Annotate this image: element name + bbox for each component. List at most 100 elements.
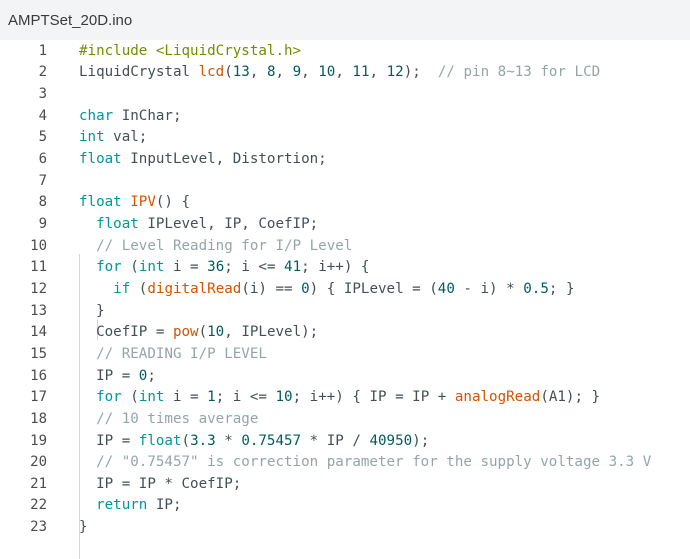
code-token: - i) * <box>454 280 524 297</box>
code-token: 41 <box>284 259 302 276</box>
code-line[interactable]: 17 for (int i = 1; i <= 10; i++) { IP = … <box>0 386 690 408</box>
code-text: LiquidCrystal lcd(13, 8, 9, 10, 11, 12);… <box>79 64 600 80</box>
code-text: CoefIP = pow(10, IPLevel); <box>79 324 318 340</box>
code-token: ) { IPLevel = ( <box>309 280 438 297</box>
code-token: ; } <box>548 280 575 297</box>
code-token: , <box>335 64 353 81</box>
code-token: 11 <box>352 64 370 81</box>
code-line[interactable]: 23} <box>0 516 690 538</box>
code-line[interactable]: 4 char InChar; <box>0 105 690 127</box>
code-token: 1 <box>207 389 216 406</box>
code-token: 3.3 <box>190 432 216 449</box>
code-token: ; i++) { IP = IP + <box>292 389 455 406</box>
code-line[interactable]: 3 <box>0 83 690 105</box>
code-token: , IPLevel); <box>224 324 319 341</box>
code-token: // pin 8~13 for LCD <box>437 64 601 81</box>
line-number: 9 <box>38 216 47 232</box>
code-token: #include <LiquidCrystal.h> <box>79 42 302 59</box>
code-text: // Level Reading for I/P Level <box>79 238 352 254</box>
code-token: ( <box>121 259 139 276</box>
code-token <box>79 238 96 254</box>
line-number: 3 <box>38 86 47 103</box>
code-line[interactable]: 19 IP = float(3.3 * 0.75457 * IP / 40950… <box>0 430 690 452</box>
code-line[interactable]: 10 // Level Reading for I/P Level <box>0 235 690 257</box>
tab-file[interactable]: AMPTSet_20D.ino <box>0 0 142 40</box>
code-text: } <box>79 303 105 319</box>
code-token: IPLevel, IP, CoefIP; <box>138 216 319 232</box>
code-line[interactable]: 22 return IP; <box>0 495 690 517</box>
code-line[interactable]: 16 IP = 0; <box>0 365 690 387</box>
code-token: for <box>96 389 122 406</box>
indent-guide-for-loop <box>97 320 98 340</box>
code-token: 8 <box>266 64 276 81</box>
code-token: analogRead <box>454 389 541 406</box>
code-token: 0 <box>301 280 310 297</box>
line-number: 4 <box>38 107 47 124</box>
code-token: } <box>79 519 88 536</box>
code-token: char <box>79 107 114 124</box>
code-token: 10 <box>275 389 293 406</box>
line-number: 5 <box>38 129 47 146</box>
code-token: * IP / <box>301 432 370 449</box>
line-number: 1 <box>38 42 47 59</box>
code-line[interactable]: 11 for (int i = 36; i <= 41; i++) { <box>0 257 690 279</box>
code-token: return <box>96 497 148 514</box>
code-line[interactable]: 9 float IPLevel, IP, CoefIP; <box>0 213 690 235</box>
code-token: ); <box>403 64 438 81</box>
code-token: 10 <box>318 64 336 81</box>
code-token: 9 <box>292 64 302 81</box>
code-token: ( <box>198 324 208 341</box>
code-token <box>79 259 96 275</box>
code-text: } <box>79 519 88 535</box>
code-token: IP = IP * CoefIP; <box>79 475 242 492</box>
code-token: 0.5 <box>523 280 549 297</box>
code-token: ( <box>121 389 139 406</box>
code-text: for (int i = 1; i <= 10; i++) { IP = IP … <box>79 389 600 405</box>
code-token: InChar; <box>113 107 182 124</box>
code-token <box>79 389 96 405</box>
code-line[interactable]: 21 IP = IP * CoefIP; <box>0 473 690 495</box>
code-token: 40950 <box>369 432 413 449</box>
code-token: () { <box>155 194 191 211</box>
code-text: char InChar; <box>79 108 182 124</box>
code-text: // "0.75457" is correction parameter for… <box>79 454 651 470</box>
code-token: float <box>96 216 139 232</box>
code-line[interactable]: 14 CoefIP = pow(10, IPLevel); <box>0 321 690 343</box>
line-number: 14 <box>30 324 47 341</box>
code-token: ( <box>224 64 233 81</box>
line-number: 22 <box>30 497 47 514</box>
code-token: , <box>301 64 319 81</box>
indent-guide-function <box>79 254 80 559</box>
code-text: float IPLevel, IP, CoefIP; <box>79 216 318 232</box>
code-token: float <box>138 432 182 449</box>
code-token: // Level Reading for I/P Level <box>96 237 353 254</box>
code-token: 0 <box>138 367 148 384</box>
code-token: ; i <= <box>215 389 276 406</box>
code-token: lcd <box>198 64 225 81</box>
code-token: InputLevel, Distortion; <box>121 151 327 168</box>
code-token: // 10 times average <box>96 410 259 427</box>
code-line[interactable]: 7 <box>0 170 690 192</box>
line-number: 23 <box>30 519 47 536</box>
code-token: * <box>215 432 242 449</box>
code-token: i = <box>164 259 208 276</box>
code-line[interactable]: 20 // "0.75457" is correction parameter … <box>0 451 690 473</box>
code-text: // READING I/P LEVEL <box>79 346 267 362</box>
code-line[interactable]: 18 // 10 times average <box>0 408 690 430</box>
code-line[interactable]: 1 #include <LiquidCrystal.h> <box>0 40 690 62</box>
code-token: 40 <box>437 280 455 297</box>
line-number: 16 <box>30 367 47 384</box>
code-line[interactable]: 12 if (digitalRead(i) == 0) { IPLevel = … <box>0 278 690 300</box>
code-line[interactable]: 15 // READING I/P LEVEL <box>0 343 690 365</box>
code-token: IP = <box>79 432 139 449</box>
code-token: for <box>96 259 122 276</box>
code-text: for (int i = 36; i <= 41; i++) { <box>79 259 369 275</box>
code-line[interactable]: 13 } <box>0 300 690 322</box>
code-token: , <box>369 64 387 81</box>
code-token: ; i++) { <box>301 259 370 276</box>
